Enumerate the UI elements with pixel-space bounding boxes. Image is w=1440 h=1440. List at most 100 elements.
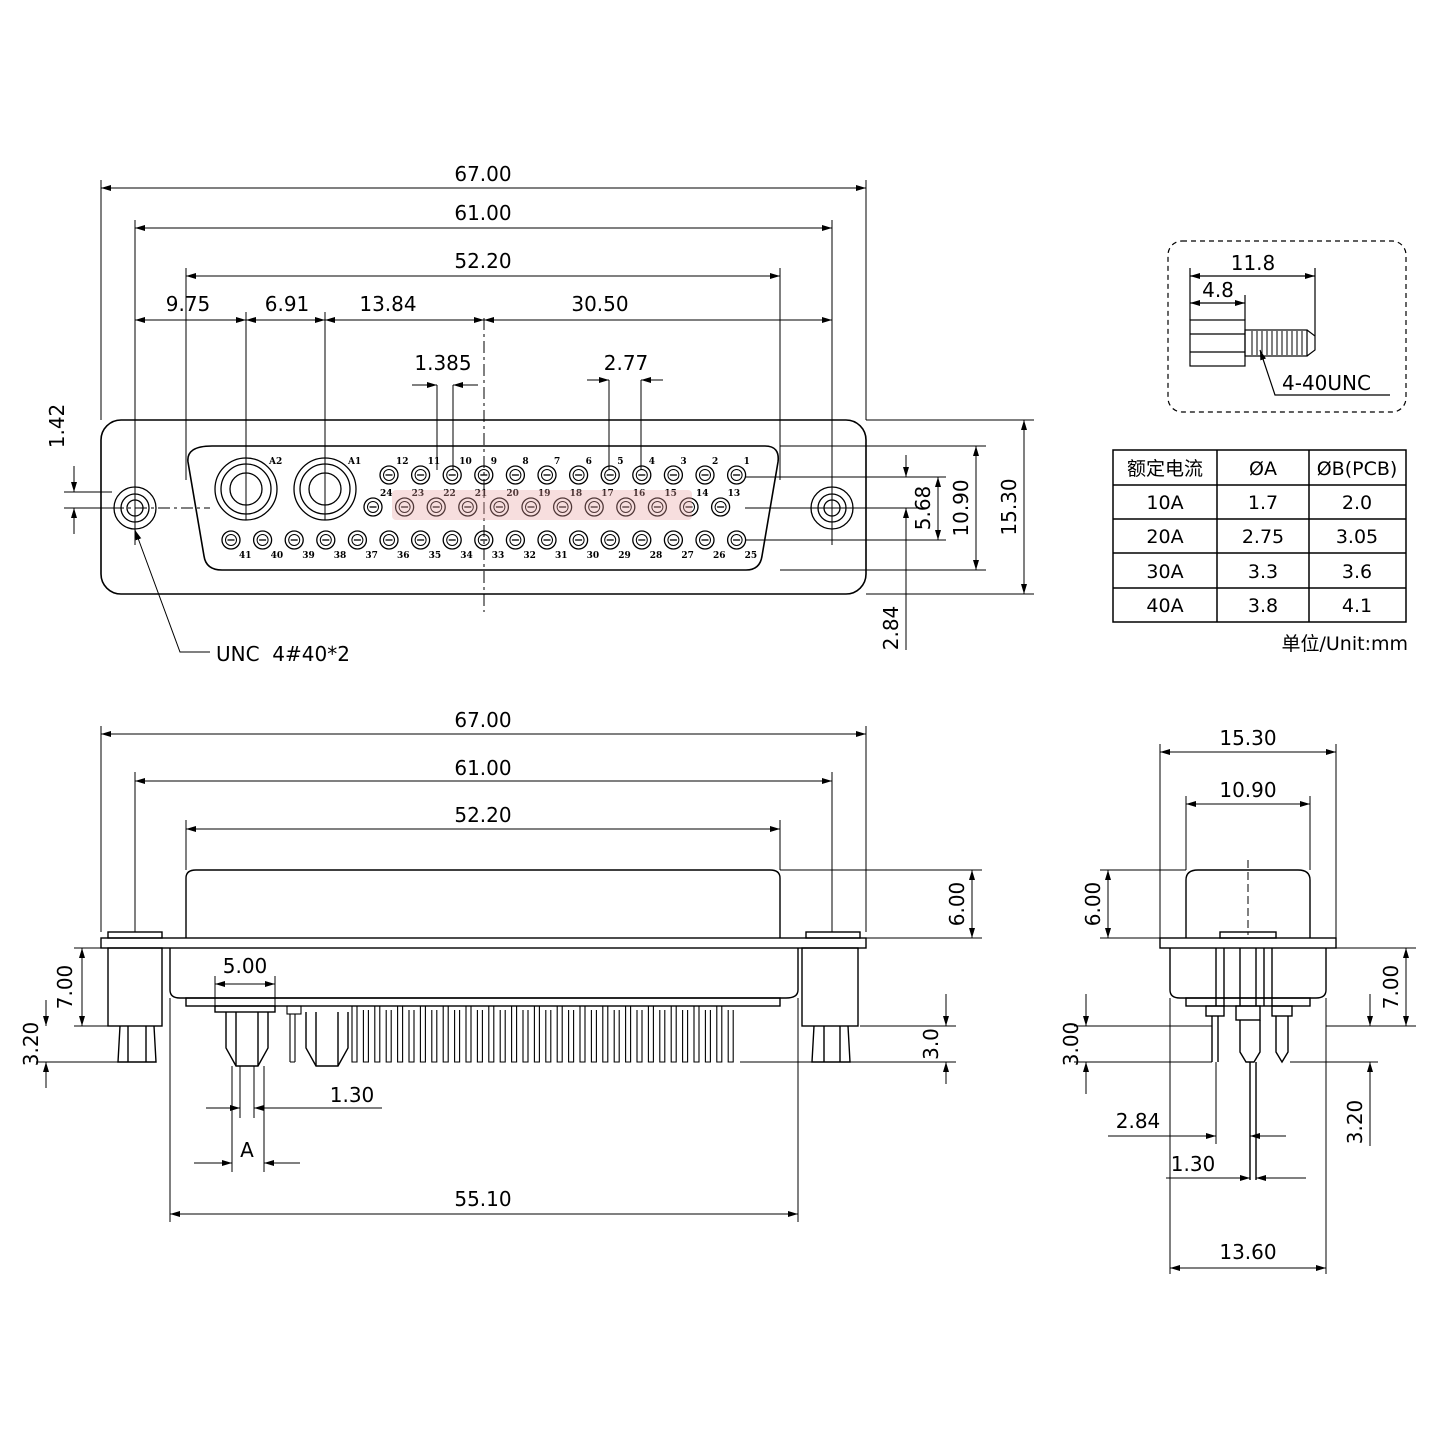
table-cell: 10A [1146,492,1183,514]
pin-contact: 3 [663,457,687,485]
pin-number-label: 10 [459,457,472,467]
pin-number-label: 36 [397,551,410,561]
side-dimension-text: 67.00 61.00 52.20 6.00 7.00 3.20 3.0 5.0… [19,708,969,1211]
pin-number-label: 25 [745,551,758,561]
dim-end-shell-depth: 6.00 [1081,882,1105,927]
pin-contact: 30 [568,530,599,561]
pin-number-label: 35 [429,551,442,561]
screw-thread [1244,329,1308,357]
pin-number-label: 19 [538,489,551,499]
dim-front-seg4: 30.50 [571,292,628,316]
side-shell [185,869,781,938]
pin-contact: 35 [410,530,442,561]
coax-tail-left [214,1005,276,1067]
end-dimension-text: 15.30 10.90 6.00 7.00 3.00 3.20 2.84 1.3… [1059,726,1403,1264]
pin-number-label: 5 [617,457,623,467]
dim-side-body-width: 55.10 [454,1187,511,1211]
pin-contact: 22 [426,489,456,517]
pin-number-label: 14 [696,489,709,499]
pin-contact: 25 [726,530,758,561]
side-flange [100,937,867,949]
table-header-current: 额定电流 [1127,458,1203,480]
pin-number-label: 26 [713,551,726,561]
table-cell: 3.6 [1342,561,1372,583]
unit-label: 单位/Unit:mm [1282,633,1409,655]
pin-contact: 13 [710,489,741,517]
pin-contact: 19 [521,489,551,517]
pin-contact: 1 [726,457,750,485]
pin-contact: 38 [316,530,347,561]
pin-contact: 17 [584,489,614,517]
dim-side-mount-spacing: 61.00 [454,756,511,780]
dim-side-shell-width: 52.20 [454,803,511,827]
pin-contact: 11 [410,457,441,485]
pin-contact: 20 [489,489,519,517]
table-cell: 4.1 [1342,595,1372,617]
pin-contact: 7 [537,457,560,485]
coax-label-a1: A1 [347,457,361,467]
table-cell: 20A [1146,526,1183,548]
dim-front-shell-width: 52.20 [454,249,511,273]
dim-screw-length: 11.8 [1231,251,1276,275]
pin-contact: 37 [347,530,378,561]
pin-number-label: 4 [649,457,655,467]
dim-side-coax-spacing: 5.00 [223,954,268,978]
dim-end-pin-dia: 1.30 [1171,1152,1216,1176]
pin-contact: 23 [394,489,424,517]
side-dimensions [36,726,982,1222]
table-cell: 3.8 [1248,595,1278,617]
table-header-diameter-a: ØA [1249,458,1277,480]
pin-number-label: 17 [601,489,614,499]
pin-grid: 1211109876543212423222120191817161514134… [221,457,758,561]
pin-number-label: 29 [618,551,631,561]
dim-front-overall: 67.00 [454,162,511,186]
pin-number-label: 37 [365,551,378,561]
dim-end-shell-height: 10.90 [1219,778,1276,802]
dim-side-body-depth: 7.00 [53,965,77,1010]
screw-hex-head [1189,319,1246,367]
standoff-right [801,947,859,1027]
dim-side-overall: 67.00 [454,708,511,732]
dim-front-seg3: 13.84 [359,292,416,316]
dim-front-row-pitch: 2.84 [879,606,903,651]
pin-contact: 21 [458,489,488,517]
table-cell: 40A [1146,595,1183,617]
end-flange [1159,937,1337,949]
pin-number-label: 38 [334,551,347,561]
pin-contact: 15 [647,489,677,517]
dim-front-row-spacing: 5.68 [911,486,935,531]
dim-front-seg1: 9.75 [166,292,211,316]
pin-number-label: 12 [396,457,409,467]
pin-number-label: 11 [428,457,441,467]
front-dimensions [64,180,1034,653]
table-cell: 3.3 [1248,561,1278,583]
pin-number-label: 21 [475,489,488,499]
table-cell: 30A [1146,561,1183,583]
pin-number-label: 8 [522,457,528,467]
pin-number-label: 3 [680,457,686,467]
pin-contact: 14 [679,489,709,517]
pin-contact: 24 [363,489,393,517]
pin-contact: 16 [616,489,645,517]
pin-contact: 27 [663,530,694,561]
pin-number-label: 13 [728,489,741,499]
pin-contact: 40 [252,530,284,561]
pin-number-label: 22 [443,489,456,499]
coax-tail-right [305,1012,349,1067]
pin-number-label: 40 [271,551,284,561]
dim-front-mount-height: 1.42 [45,404,69,449]
pin-contact: 18 [552,489,582,517]
pin-contact: 29 [600,530,631,561]
dim-front-pin-pitch: 2.77 [604,351,649,375]
pin-contact: 8 [505,457,529,485]
pin-contact: 9 [474,457,497,485]
dim-end-body-width: 13.60 [1219,1240,1276,1264]
dim-side-tail-length: 3.20 [19,1022,43,1067]
spec-table [1112,449,1407,623]
pin-contact: 36 [379,530,410,561]
thread-callout: UNC 4#40*2 [216,642,350,666]
dim-end-pin-tail: 3.00 [1059,1022,1083,1067]
dim-side-pin-dia: 1.30 [330,1083,375,1107]
pin-contact: 26 [695,530,726,561]
spec-table-text: 额定电流 ØA ØB(PCB) 10A 1.7 2.0 20A 2.75 3.0… [1127,458,1408,655]
